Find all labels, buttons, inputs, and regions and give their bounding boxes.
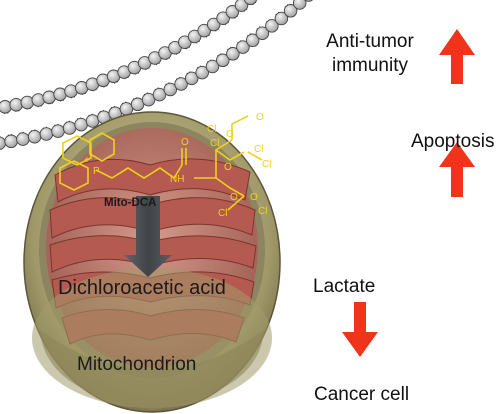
lipid-head (304, 0, 314, 2)
amide-nh: NH (170, 174, 184, 185)
lipid-head (265, 19, 279, 33)
lipid-head (85, 114, 100, 128)
immunity-label: Anti-tumor immunity (300, 30, 440, 78)
apoptosis-up-arrow (439, 142, 475, 197)
lipid-head (197, 23, 211, 38)
apoptosis-label: Apoptosis (411, 131, 495, 152)
lipid-head (234, 0, 249, 12)
ester-oxygen-3: O (230, 192, 238, 203)
lipid-head (0, 100, 12, 114)
chlorine-3: Cl (254, 144, 263, 155)
mito-dca-label: Mito-DCA (104, 197, 157, 209)
lipid-head (16, 132, 30, 146)
lipid-head (226, 47, 240, 61)
lipid-head (187, 29, 202, 44)
chlorine-4: Cl (262, 159, 271, 170)
lipid-head (141, 92, 156, 107)
ester-oxygen-2: O (224, 162, 232, 173)
lipid-head (152, 87, 167, 102)
lipid-head (216, 53, 230, 68)
ester-oxygen-1: O (226, 129, 234, 140)
lipid-head (74, 117, 88, 132)
chlorine-5: Cl (258, 206, 267, 217)
chlorine-1: Cl (207, 124, 216, 135)
immunity-label-line1: Anti-tumor (326, 31, 414, 52)
chlorine-2: Cl (210, 138, 219, 149)
lipid-head (236, 40, 250, 54)
lipid-head (216, 11, 230, 25)
lactate-down-arrow (342, 302, 378, 357)
mitochondrion-label: Mitochondrion (77, 354, 197, 375)
lipid-bilayer (0, 0, 314, 150)
lipid-head (243, 0, 258, 6)
cancer-cell-label: Cancer cell (314, 384, 410, 405)
lipid-head (163, 82, 178, 97)
phosphorus-atom: P (93, 166, 100, 177)
lipid-head (184, 71, 199, 86)
lipid-head (62, 121, 77, 135)
lipid-head (4, 134, 18, 149)
process-arrow (124, 196, 172, 277)
lipid-head (292, 0, 307, 10)
phosphonium-charge: + (84, 155, 90, 166)
mito-dca-structure (59, 115, 263, 211)
lactate-label: Lactate (313, 276, 376, 297)
lipid-head (174, 77, 188, 91)
lipid-head (51, 124, 65, 138)
carbonyl-oxygen: O (181, 137, 189, 148)
lipid-head (245, 33, 260, 48)
carbonyl-oxygen-1: O (256, 112, 264, 123)
lipid-head (39, 127, 54, 141)
mito-dca-atoms: P + O NH O O Cl Cl Cl Cl O O O Cl Cl (84, 112, 271, 219)
lipid-head (27, 129, 42, 144)
chlorine-6: Cl (218, 208, 227, 219)
lipid-head (20, 95, 35, 110)
lipid-head (195, 65, 209, 80)
lipid-head (9, 97, 23, 112)
immunity-up-arrow (439, 29, 475, 84)
lipid-head (274, 11, 289, 26)
immunity-label-line2: immunity (331, 55, 408, 76)
carbonyl-oxygen-3: O (250, 192, 258, 203)
lipid-head (205, 59, 220, 74)
lipid-head (255, 26, 270, 40)
lipid-head (283, 4, 298, 18)
dichloroacetic-acid-label: Dichloroacetic acid (58, 277, 226, 299)
lipid-head (206, 17, 221, 32)
lipid-head (225, 5, 240, 19)
